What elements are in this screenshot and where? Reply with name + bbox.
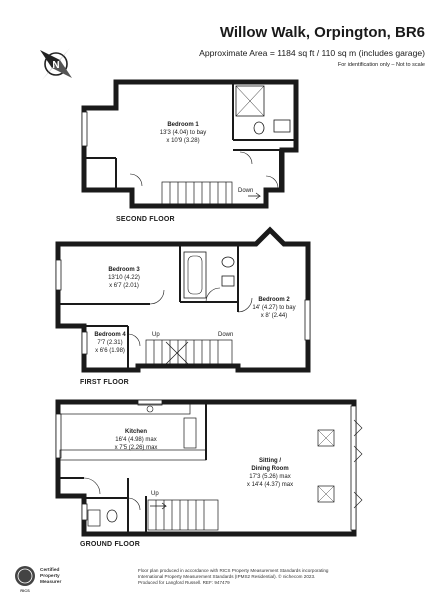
footer-line: International Property Measurement Stand… <box>138 574 316 579</box>
room-dims: x 6'6 (1.98) <box>95 348 125 354</box>
room-name: Bedroom 1 <box>167 122 199 128</box>
room-dims: 14' (4.27) to bay <box>252 305 296 311</box>
page-title: Willow Walk, Orpington, BR6 <box>219 24 425 41</box>
footer-line: Floor plan produced in accordance with R… <box>138 568 329 573</box>
room-name: Bedroom 3 <box>108 267 140 273</box>
stairs-up-label: Up <box>152 332 160 338</box>
room-bedroom-2: Bedroom 2 14' (4.27) to bay x 8' (2.44) <box>244 296 304 320</box>
room-name: Bedroom 2 <box>258 297 290 303</box>
approximate-area: Approximate Area = 1184 sq ft / 110 sq m… <box>199 48 425 58</box>
room-dims: x 8' (2.44) <box>260 313 288 319</box>
stairs-down-label: Down <box>238 188 254 194</box>
footer-disclaimer: Floor plan produced in accordance with R… <box>138 568 338 586</box>
second-floor-plan <box>81 79 299 209</box>
floor-label-ground: GROUND FLOOR <box>80 541 140 548</box>
room-dims: x 14'4 (4.37) max <box>246 482 294 488</box>
floor-label-second: SECOND FLOOR <box>116 216 175 223</box>
room-dims: x 6'7 (2.01) <box>109 283 139 289</box>
room-dims: 13'10 (4.22) <box>108 275 140 281</box>
room-dims: 16'4 (4.98) max <box>115 437 157 443</box>
room-name: Kitchen <box>124 429 147 435</box>
compass-north-label: N <box>52 60 59 71</box>
room-dims: 13'3 (4.04) to bay <box>159 130 207 136</box>
certified-badge-text: Certified Property Measurer <box>40 568 88 586</box>
compass-icon: N <box>40 48 72 80</box>
room-kitchen: Kitchen 16'4 (4.98) max x 7'5 (2.26) max <box>96 428 176 452</box>
ground-floor-plan <box>55 399 363 537</box>
stairs-up-label: Up <box>151 491 159 497</box>
scale-note: For identification only – Not to scale <box>337 62 425 68</box>
room-dims: 7'7 (2.31) <box>97 340 123 346</box>
stairs-down-label: Down <box>218 332 234 338</box>
room-dims: x 7'5 (2.26) max <box>114 445 158 451</box>
badge-line: Measurer <box>40 580 62 585</box>
room-name: Dining Room <box>251 466 289 472</box>
room-dims: 17'3 (5.26) max <box>249 474 291 480</box>
footer-line: Produced for Langford Russell. REF: 9474… <box>138 580 230 585</box>
rics-badge-mark: RICS <box>20 588 30 593</box>
floor-label-first: FIRST FLOOR <box>80 379 129 386</box>
room-bedroom-4: Bedroom 4 7'7 (2.31) x 6'6 (1.98) <box>88 331 132 355</box>
room-bedroom-3: Bedroom 3 13'10 (4.22) x 6'7 (2.01) <box>78 266 170 290</box>
room-name: Bedroom 4 <box>94 332 126 338</box>
room-name: Sitting / <box>259 458 281 464</box>
room-sitting-dining: Sitting / Dining Room 17'3 (5.26) max x … <box>230 457 310 489</box>
badge-line: Certified <box>40 568 60 573</box>
first-floor-plan <box>55 226 311 373</box>
room-bedroom-1: Bedroom 1 13'3 (4.04) to bay x 10'9 (3.2… <box>128 121 238 145</box>
badge-line: Property <box>40 574 60 579</box>
rics-badge-icon: RICS <box>15 566 35 593</box>
room-dims: x 10'9 (3.28) <box>166 138 200 144</box>
